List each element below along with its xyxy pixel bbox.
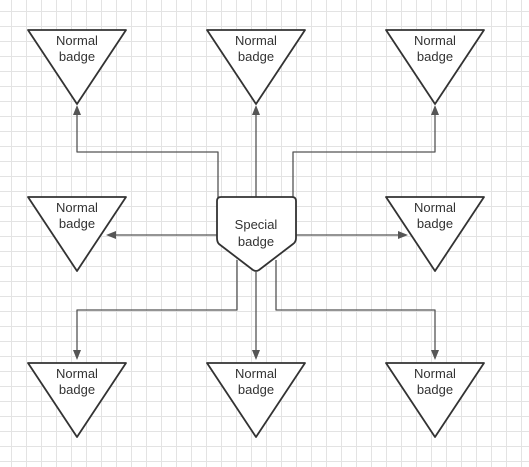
node-label-line1: Normal bbox=[414, 200, 456, 215]
node-label-line1: Normal bbox=[235, 366, 277, 381]
badge-node-middle-right[interactable]: Normal badge bbox=[385, 196, 485, 272]
inverted-triangle-shape bbox=[27, 29, 127, 105]
connector-to-badge-bottom-right bbox=[275, 260, 436, 352]
badge-node-top-right[interactable]: Normal badge bbox=[385, 29, 485, 105]
badge-node-bottom-center[interactable]: Normal badge bbox=[206, 362, 306, 438]
special-badge-node[interactable]: Special badge bbox=[216, 196, 297, 272]
arrowhead-middle-left bbox=[106, 231, 116, 239]
connector-to-badge-top-right bbox=[292, 113, 436, 205]
node-label-line1: Normal bbox=[56, 366, 98, 381]
connectors bbox=[73, 105, 439, 360]
badge-node-bottom-left[interactable]: Normal badge bbox=[27, 362, 127, 438]
inverted-triangle-shape bbox=[27, 362, 127, 438]
node-label-line2: badge bbox=[59, 382, 95, 397]
node-label-line2: badge bbox=[59, 216, 95, 231]
special-badge-label-line2: badge bbox=[238, 234, 274, 249]
badge-node-bottom-right[interactable]: Normal badge bbox=[385, 362, 485, 438]
node-label-line1: Normal bbox=[414, 366, 456, 381]
node-label-line1: Normal bbox=[56, 200, 98, 215]
inverted-triangle-shape bbox=[206, 362, 306, 438]
arrowhead-bottom-right bbox=[431, 350, 439, 360]
arrowhead-top-right bbox=[431, 105, 439, 115]
node-label-line2: badge bbox=[417, 382, 453, 397]
arrowhead-top-left bbox=[73, 105, 81, 115]
connector-to-badge-bottom-left bbox=[76, 260, 238, 352]
badge-node-middle-left[interactable]: Normal badge bbox=[27, 196, 127, 272]
inverted-triangle-shape bbox=[385, 196, 485, 272]
node-label-line1: Normal bbox=[414, 33, 456, 48]
arrowhead-bottom-left bbox=[73, 350, 81, 360]
node-label-line2: badge bbox=[417, 49, 453, 64]
node-label-line1: Normal bbox=[56, 33, 98, 48]
inverted-triangle-shape bbox=[27, 196, 127, 272]
special-badge-label-line1: Special bbox=[235, 217, 278, 232]
arrowhead-middle-right bbox=[398, 231, 408, 239]
node-label-line1: Normal bbox=[235, 33, 277, 48]
inverted-triangle-shape bbox=[385, 362, 485, 438]
inverted-triangle-shape bbox=[385, 29, 485, 105]
node-label-line2: badge bbox=[417, 216, 453, 231]
node-label-line2: badge bbox=[238, 49, 274, 64]
connector-to-badge-top-left bbox=[76, 113, 219, 205]
node-label-line2: badge bbox=[59, 49, 95, 64]
inverted-triangle-shape bbox=[206, 29, 306, 105]
arrowhead-bottom-center bbox=[252, 350, 260, 360]
badge-node-top-center[interactable]: Normal badge bbox=[206, 29, 306, 105]
arrowhead-top-center bbox=[252, 105, 260, 115]
node-label-line2: badge bbox=[238, 382, 274, 397]
badge-nodes: Normal badge Normal badge Normal badge N… bbox=[27, 29, 485, 438]
badge-node-top-left[interactable]: Normal badge bbox=[27, 29, 127, 105]
special-badge-shape bbox=[216, 196, 297, 272]
